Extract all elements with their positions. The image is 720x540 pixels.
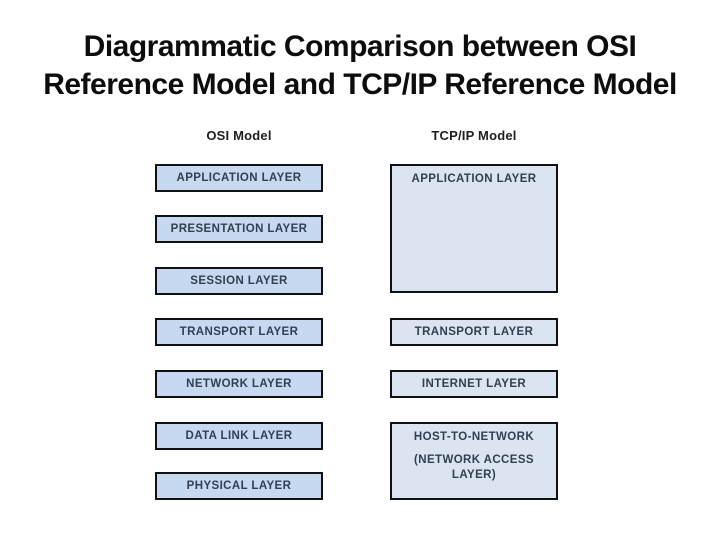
slide-title-line2: Reference Model and TCP/IP Reference Mod… bbox=[43, 68, 677, 101]
network-access-layer-label: (NETWORK ACCESS LAYER) bbox=[414, 454, 534, 481]
tcpip-application-layer-box: APPLICATION LAYER bbox=[390, 164, 558, 293]
tcpip-column-header: TCP/IP Model bbox=[431, 128, 517, 143]
osi-data-link-layer-box: DATA LINK LAYER bbox=[155, 422, 323, 450]
osi-column-header: OSI Model bbox=[206, 128, 272, 143]
slide-title: Diagrammatic Comparison between OSI Refe… bbox=[20, 28, 700, 104]
osi-network-layer-box: NETWORK LAYER bbox=[155, 370, 323, 398]
tcpip-host-to-network-layer-box: HOST-TO-NETWORK (NETWORK ACCESS LAYER) bbox=[390, 422, 558, 500]
osi-application-layer-box: APPLICATION LAYER bbox=[155, 164, 323, 192]
osi-physical-layer-box: PHYSICAL LAYER bbox=[155, 472, 323, 500]
osi-transport-layer-box: TRANSPORT LAYER bbox=[155, 318, 323, 346]
tcpip-internet-layer-box: INTERNET LAYER bbox=[390, 370, 558, 398]
osi-presentation-layer-box: PRESENTATION LAYER bbox=[155, 215, 323, 243]
slide-title-line1: Diagrammatic Comparison between OSI bbox=[83, 30, 637, 63]
host-to-network-label: HOST-TO-NETWORK bbox=[413, 431, 535, 443]
tcpip-transport-layer-box: TRANSPORT LAYER bbox=[390, 318, 558, 346]
osi-session-layer-box: SESSION LAYER bbox=[155, 267, 323, 295]
